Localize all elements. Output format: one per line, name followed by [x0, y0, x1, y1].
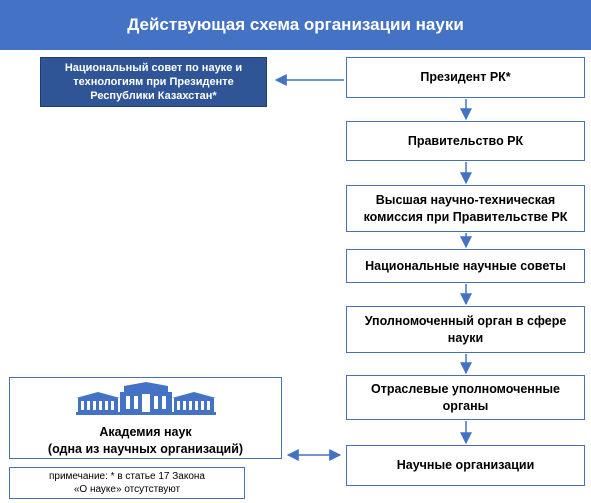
sectoral-bodies-box: Отраслевые уполномоченные органы	[346, 375, 585, 420]
council-line-3: Республики Казахстан*	[90, 90, 217, 103]
sectoral-bodies-line-1: Отраслевые уполномоченные	[370, 381, 561, 396]
footnote-line-1: примечание: * в статье 17 Закона	[48, 470, 205, 482]
authorized-body-box: Уполномоченный орган в сфере науки	[346, 306, 585, 353]
footnote-line-2: «О науке» отсутствуют	[73, 484, 181, 495]
council-line-2: технологиям при Президенте	[73, 75, 234, 88]
national-science-councils-box: Национальные научные советы	[346, 249, 585, 283]
academy-subtitle: (одна из научных организаций)	[47, 441, 244, 456]
footnote: примечание: * в статье 17 Закона «О наук…	[9, 467, 245, 499]
national-council-box: Национальный совет по науке и технология…	[40, 57, 267, 107]
higher-commission-line-2: комиссия при Правительстве РК	[363, 209, 568, 224]
president-label: Президент РК*	[420, 70, 511, 85]
government-box: Правительство РК	[346, 121, 585, 161]
page-title: Действующая схема организации науки	[0, 0, 591, 50]
council-line-1: Национальный совет по науке и	[64, 61, 243, 74]
academy-box: Академия наук (одна из научных организац…	[9, 377, 282, 459]
president-box: Президент РК*	[346, 57, 585, 98]
academy-title: Академия наук	[99, 425, 192, 439]
national-science-councils-label: Национальные научные советы	[365, 258, 566, 273]
higher-commission-line-1: Высшая научно-техническая	[375, 192, 556, 207]
higher-commission-box: Высшая научно-техническая комиссия при П…	[346, 185, 585, 232]
scientific-organizations-box: Научные организации	[346, 445, 585, 486]
authorized-body-line-1: Уполномоченный орган в сфере	[364, 313, 567, 328]
authorized-body-line-2: науки	[447, 330, 484, 345]
scientific-organizations-label: Научные организации	[396, 458, 535, 473]
sectoral-bodies-line-2: органы	[442, 398, 489, 413]
government-label: Правительство РК	[407, 133, 524, 148]
academy-building-icon	[76, 382, 216, 415]
